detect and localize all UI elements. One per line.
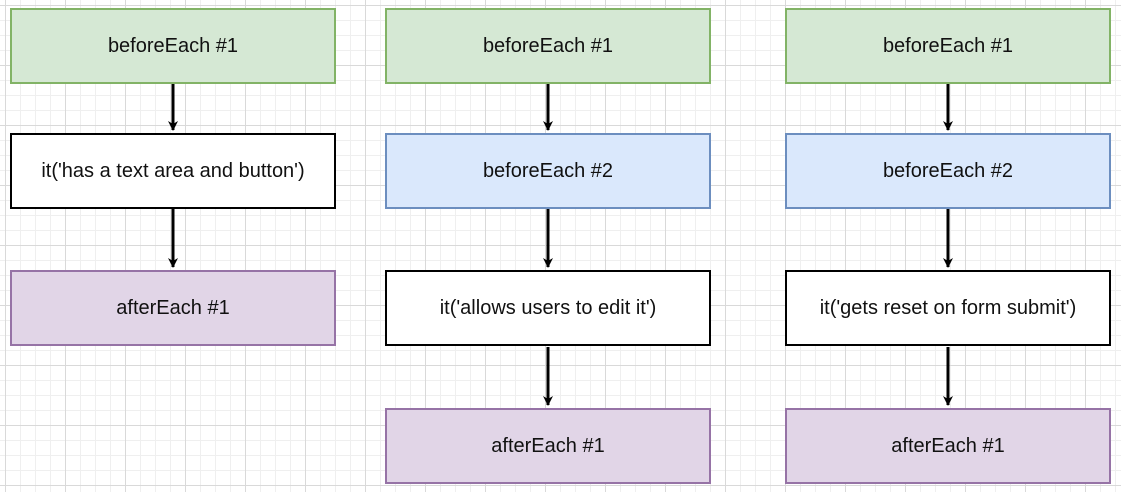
col3-after-each-1: afterEach #1 (785, 408, 1111, 484)
col3-before-each-2: beforeEach #2 (785, 133, 1111, 209)
col2-after-each-1: afterEach #1 (385, 408, 711, 484)
col2-before-each-2: beforeEach #2 (385, 133, 711, 209)
col1-after-each-1: afterEach #1 (10, 270, 336, 346)
col2-test-case: it('allows users to edit it') (385, 270, 711, 346)
col1-test-case: it('has a text area and button') (10, 133, 336, 209)
col1-before-each-1: beforeEach #1 (10, 8, 336, 84)
col3-test-case: it('gets reset on form submit') (785, 270, 1111, 346)
col2-before-each-1: beforeEach #1 (385, 8, 711, 84)
col3-before-each-1: beforeEach #1 (785, 8, 1111, 84)
